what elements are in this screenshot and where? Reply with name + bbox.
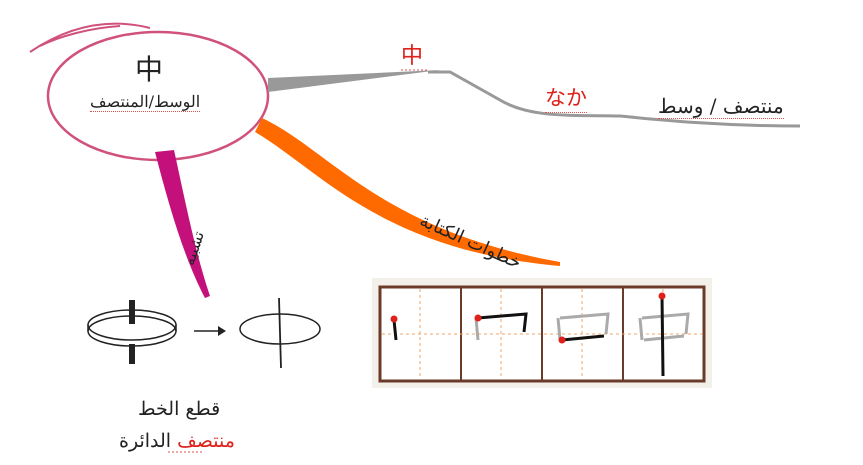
coin-with-vertical-stick-icon bbox=[87, 300, 177, 364]
caption-rest: الدائرة bbox=[119, 430, 178, 452]
analogy-caption-line2: منتصف الدائرة bbox=[119, 430, 235, 452]
stroke-step-3 bbox=[556, 312, 610, 344]
orange-branch bbox=[255, 118, 560, 266]
reading-meaning: منتصف / وسط bbox=[658, 94, 784, 119]
stroke-step-2 bbox=[474, 312, 528, 341]
stroke-step-4 bbox=[638, 292, 690, 377]
gray-branch-line bbox=[428, 70, 801, 128]
stroke-order-grid bbox=[372, 278, 712, 388]
central-node-scribble bbox=[29, 22, 151, 53]
magenta-branch bbox=[155, 150, 210, 298]
central-meaning: الوسط/المنتصف bbox=[90, 92, 201, 112]
reading-kanji: 中 bbox=[401, 44, 424, 69]
gray-branch bbox=[268, 70, 440, 92]
stroke-step-1 bbox=[390, 315, 398, 341]
caption-red-word: منتصف bbox=[177, 430, 235, 452]
circle-cut-by-line-icon bbox=[239, 297, 321, 369]
central-kanji: 中 bbox=[135, 53, 164, 86]
right-arrow-icon bbox=[194, 326, 226, 336]
reading-kana: なか bbox=[545, 82, 587, 113]
analogy-caption-line1: قطع الخط bbox=[138, 398, 221, 420]
